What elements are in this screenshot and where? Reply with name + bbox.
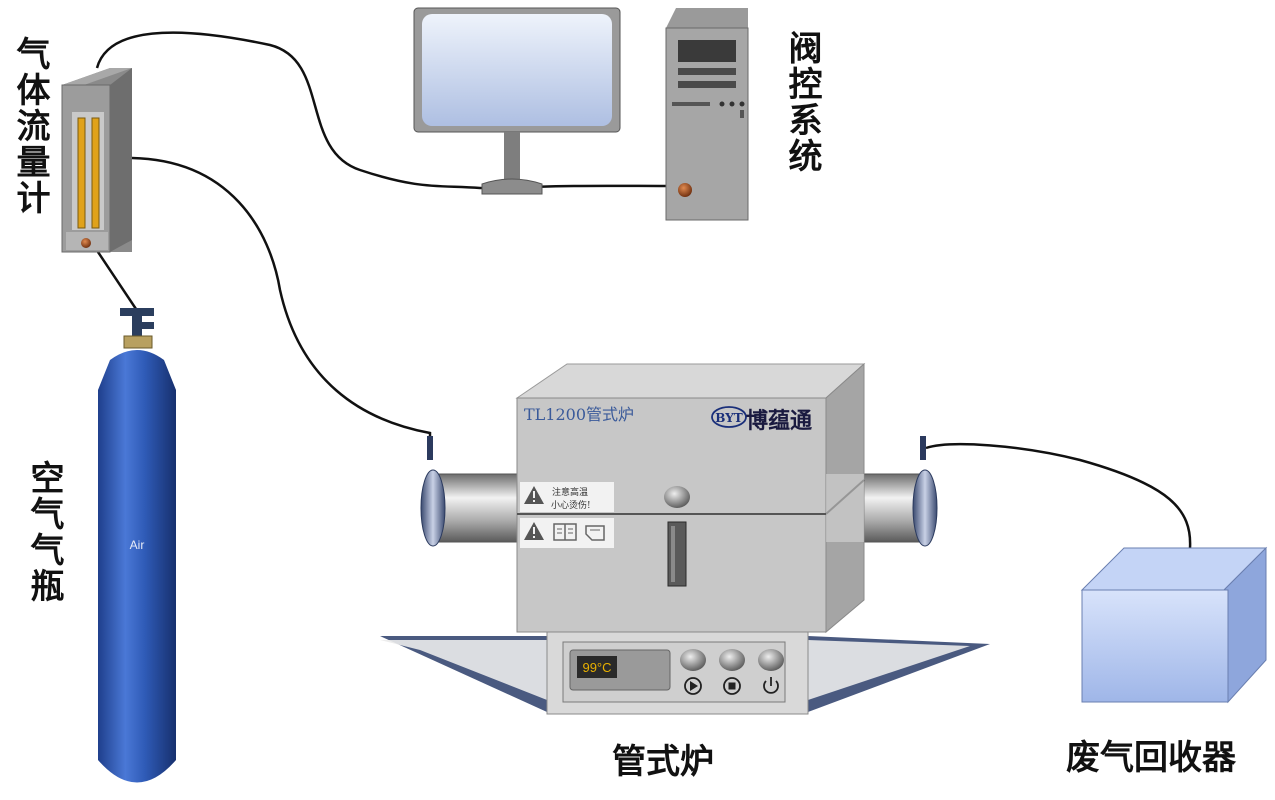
monitor-screen [422, 14, 612, 126]
air-cylinder: Air [98, 308, 176, 783]
pipe-furnace-to-collector [925, 442, 1192, 549]
warning-icon [524, 486, 544, 504]
left-flange [420, 469, 446, 547]
cylinder-label: 空气气瓶 [24, 460, 64, 604]
computer-tower [665, 8, 749, 221]
hand-touch-icon [585, 525, 605, 541]
stop-icon[interactable] [723, 677, 741, 695]
computer-power-button[interactable] [678, 183, 692, 197]
flowmeter-tube-left [77, 117, 86, 229]
pipe-flowmeter-to-computer [95, 31, 669, 190]
tube-furnace: 99°C [380, 362, 990, 715]
caution-icon [524, 522, 544, 540]
warning-text-line1: 注意高温 [552, 486, 588, 498]
furnace-button-2[interactable] [719, 649, 745, 671]
furnace-label: 管式炉 [612, 742, 714, 782]
play-icon[interactable] [684, 677, 702, 695]
collector-label: 废气回收器 [1066, 738, 1236, 778]
furnace-tube-left [432, 474, 522, 542]
temperature-display [577, 656, 617, 678]
svg-text:BYT: BYT [715, 411, 742, 425]
furnace-button-3[interactable] [758, 649, 784, 671]
flowmeter-label: 气体流量计 [10, 36, 50, 216]
pipe-cylinder-to-flowmeter [96, 251, 140, 313]
exhaust-collector [1080, 546, 1268, 704]
cylinder-gas-label: Air [130, 538, 145, 552]
right-flange [912, 469, 938, 547]
brand-logo: BYT [711, 406, 747, 428]
furnace-handle[interactable] [667, 521, 687, 587]
brand-name: 博蕴通 [746, 408, 812, 434]
furnace-lid-knob[interactable] [664, 486, 690, 508]
gas-flowmeter [61, 68, 132, 253]
control-system-label: 阀控系统 [782, 30, 822, 174]
manual-book-icon [553, 523, 577, 541]
power-icon[interactable] [763, 677, 779, 694]
temperature-readout: 99°C [582, 660, 611, 675]
furnace-model-label: TL1200管式炉 [524, 405, 634, 424]
furnace-top [515, 363, 866, 399]
pipe-flowmeter-to-furnace [131, 156, 432, 448]
monitor [413, 7, 621, 195]
flowmeter-tube-right [91, 117, 100, 229]
flowmeter-valve-knob[interactable] [81, 238, 91, 248]
warning-text-line2: 小心烫伤! [551, 499, 591, 511]
furnace-button-1[interactable] [680, 649, 706, 671]
